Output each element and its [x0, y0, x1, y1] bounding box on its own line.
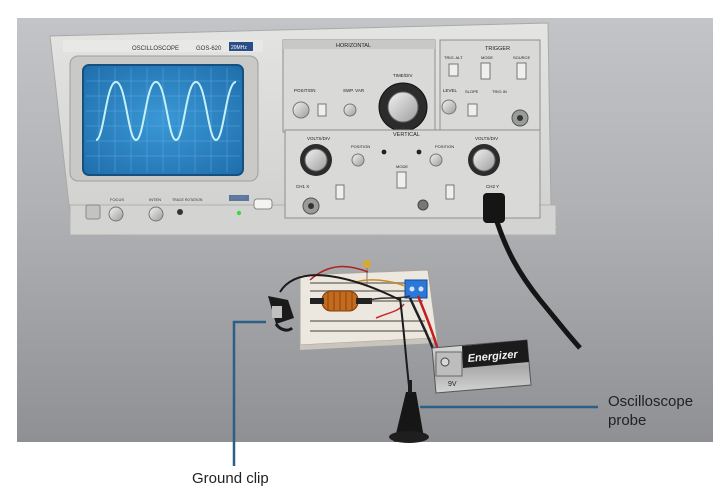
- focus-knob[interactable]: [108, 206, 124, 222]
- trig-alt-label: TRIG. ALT: [444, 55, 463, 60]
- inductor-coil: [310, 290, 372, 312]
- ch2-volts-div-knob[interactable]: [472, 148, 496, 172]
- horizontal-position-knob[interactable]: [292, 101, 310, 119]
- power-led: [236, 210, 242, 216]
- ch1-label: CH1 X: [296, 184, 309, 189]
- oscilloscope-probe: [389, 380, 429, 443]
- scope-model: GOS-620: [196, 46, 222, 52]
- slope-button[interactable]: [467, 103, 478, 117]
- battery-9v: Energizer 9V: [431, 339, 532, 394]
- terminal-block: [404, 279, 428, 299]
- time-div-knob[interactable]: [387, 91, 419, 123]
- focus-label: FOCUS: [110, 197, 124, 202]
- sine-trace: [95, 80, 237, 142]
- trace-rotation-screw[interactable]: [177, 209, 183, 215]
- vertical-header: VERTICAL: [393, 132, 420, 138]
- inten-label: INTEN: [149, 197, 161, 202]
- volts-div-label-2: VOLTS/DIV: [475, 136, 498, 141]
- trigger-level-knob[interactable]: [441, 99, 457, 115]
- probe-cable: [483, 193, 582, 350]
- trigger-mode-switch[interactable]: [480, 62, 491, 80]
- mode-label: MODE: [481, 55, 493, 60]
- ground-lead: [279, 274, 401, 301]
- ch2-label: CH2 Y: [486, 184, 499, 189]
- x10-mag-button[interactable]: [317, 103, 327, 117]
- battery-voltage: 9V: [448, 381, 457, 388]
- power-button[interactable]: [253, 198, 273, 210]
- swp-var-knob[interactable]: [343, 103, 357, 117]
- ch1-volts-div-knob[interactable]: [304, 148, 328, 172]
- ground-clip: [268, 296, 294, 332]
- slope-label: SLOPE: [465, 89, 479, 94]
- position-label-ch2: POSITION: [435, 144, 454, 149]
- position-label-h: POSITION: [294, 88, 316, 93]
- probe-callout-label: Oscilloscope probe: [608, 392, 708, 430]
- trigger-header: TRIGGER: [485, 46, 510, 52]
- ground-terminal[interactable]: [417, 199, 429, 211]
- capacitor: [363, 260, 371, 268]
- oscilloscope: OSCILLOSCOPE GOS-620 20MHz FOCUS INTEN T…: [49, 22, 559, 237]
- scope-frequency: 20MHz: [231, 45, 247, 51]
- ground-callout-line: [232, 320, 266, 466]
- position-label-ch1: POSITION: [351, 144, 370, 149]
- battery-brand: Energizer: [467, 349, 519, 365]
- inten-knob[interactable]: [148, 206, 164, 222]
- swp-var-label: SWP. VAR: [343, 88, 365, 93]
- trace-rotation-label: TRACE ROTATION: [172, 198, 203, 202]
- probe-callout-line1: Oscilloscope: [608, 393, 694, 410]
- ground-callout-label: Ground clip: [192, 470, 269, 487]
- horizontal-header: HORIZONTAL: [336, 43, 371, 49]
- ch1-position-knob[interactable]: [351, 153, 365, 167]
- vertical-mode-label: MODE: [396, 164, 408, 169]
- source-label: SOURCE: [513, 55, 530, 60]
- scope-brand: OSCILLOSCOPE: [132, 46, 179, 52]
- level-label: LEVEL: [443, 88, 458, 93]
- time-div-label: TIME/DIV: [393, 73, 413, 78]
- trig-alt-button[interactable]: [448, 63, 459, 77]
- probe-callout-line2: probe: [608, 412, 647, 429]
- trigger-source-switch[interactable]: [516, 62, 527, 80]
- ch2-position-knob[interactable]: [429, 153, 443, 167]
- volts-div-label-1: VOLTS/DIV: [307, 136, 330, 141]
- vertical-mode-switch[interactable]: [396, 171, 407, 189]
- battery-red-wire: [416, 295, 440, 351]
- crt-graticule: [86, 68, 240, 172]
- trig-in-label: TRIG IN: [492, 89, 507, 94]
